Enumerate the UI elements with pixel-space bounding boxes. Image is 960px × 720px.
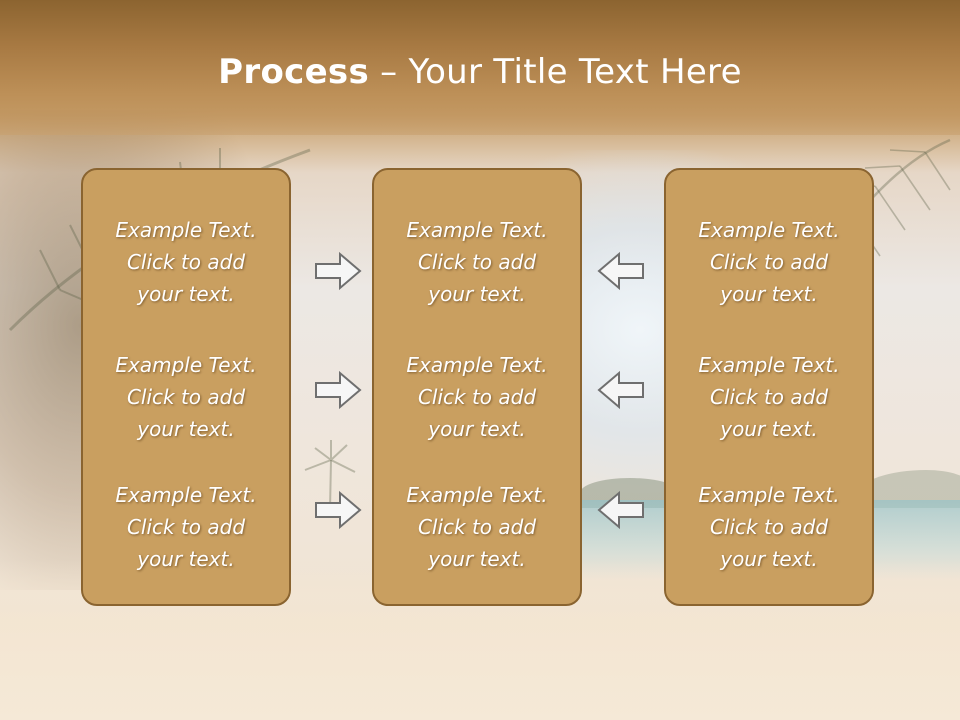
text-placeholder[interactable]: Example Text. Click to add your text.	[374, 479, 580, 575]
item-line: your text.	[137, 282, 235, 306]
item-line: your text.	[428, 547, 526, 571]
text-placeholder[interactable]: Example Text. Click to add your text.	[83, 479, 289, 575]
arrow-left-icon[interactable]	[597, 251, 645, 291]
palm-tree-distant	[304, 440, 356, 510]
title-bar	[0, 0, 960, 135]
item-line: Click to add	[417, 250, 537, 274]
text-placeholder[interactable]: Example Text. Click to add your text.	[83, 349, 289, 445]
arrow-left-icon[interactable]	[597, 370, 645, 410]
item-line: Click to add	[417, 515, 537, 539]
title-bold: Process	[218, 52, 370, 92]
item-line: Example Text.	[698, 353, 840, 377]
text-placeholder[interactable]: Example Text. Click to add your text.	[374, 349, 580, 445]
item-line: your text.	[720, 547, 818, 571]
item-line: Example Text.	[698, 483, 840, 507]
arrow-right-icon[interactable]	[314, 251, 362, 291]
item-line: your text.	[720, 417, 818, 441]
item-line: Example Text.	[115, 218, 257, 242]
item-line: Click to add	[126, 385, 246, 409]
item-line: Click to add	[126, 515, 246, 539]
item-line: Example Text.	[406, 353, 548, 377]
item-line: Click to add	[709, 515, 829, 539]
item-line: Click to add	[709, 250, 829, 274]
text-placeholder[interactable]: Example Text. Click to add your text.	[666, 214, 872, 310]
arrow-left-icon[interactable]	[597, 490, 645, 530]
item-line: Example Text.	[115, 483, 257, 507]
process-column-right[interactable]: Example Text. Click to add your text. Ex…	[664, 168, 874, 606]
item-line: Example Text.	[406, 483, 548, 507]
process-column-center[interactable]: Example Text. Click to add your text. Ex…	[372, 168, 582, 606]
arrow-right-icon[interactable]	[314, 490, 362, 530]
item-line: Click to add	[709, 385, 829, 409]
item-line: your text.	[137, 547, 235, 571]
item-line: your text.	[428, 282, 526, 306]
item-line: Example Text.	[406, 218, 548, 242]
text-placeholder[interactable]: Example Text. Click to add your text.	[374, 214, 580, 310]
process-column-left[interactable]: Example Text. Click to add your text. Ex…	[81, 168, 291, 606]
item-line: Click to add	[126, 250, 246, 274]
text-placeholder[interactable]: Example Text. Click to add your text.	[666, 349, 872, 445]
text-placeholder[interactable]: Example Text. Click to add your text.	[666, 479, 872, 575]
title-rest: – Your Title Text Here	[369, 52, 742, 92]
item-line: Example Text.	[698, 218, 840, 242]
item-line: your text.	[428, 417, 526, 441]
item-line: your text.	[720, 282, 818, 306]
item-line: your text.	[137, 417, 235, 441]
slide-title[interactable]: Process – Your Title Text Here	[0, 52, 960, 92]
item-line: Example Text.	[115, 353, 257, 377]
item-line: Click to add	[417, 385, 537, 409]
arrow-right-icon[interactable]	[314, 370, 362, 410]
text-placeholder[interactable]: Example Text. Click to add your text.	[83, 214, 289, 310]
